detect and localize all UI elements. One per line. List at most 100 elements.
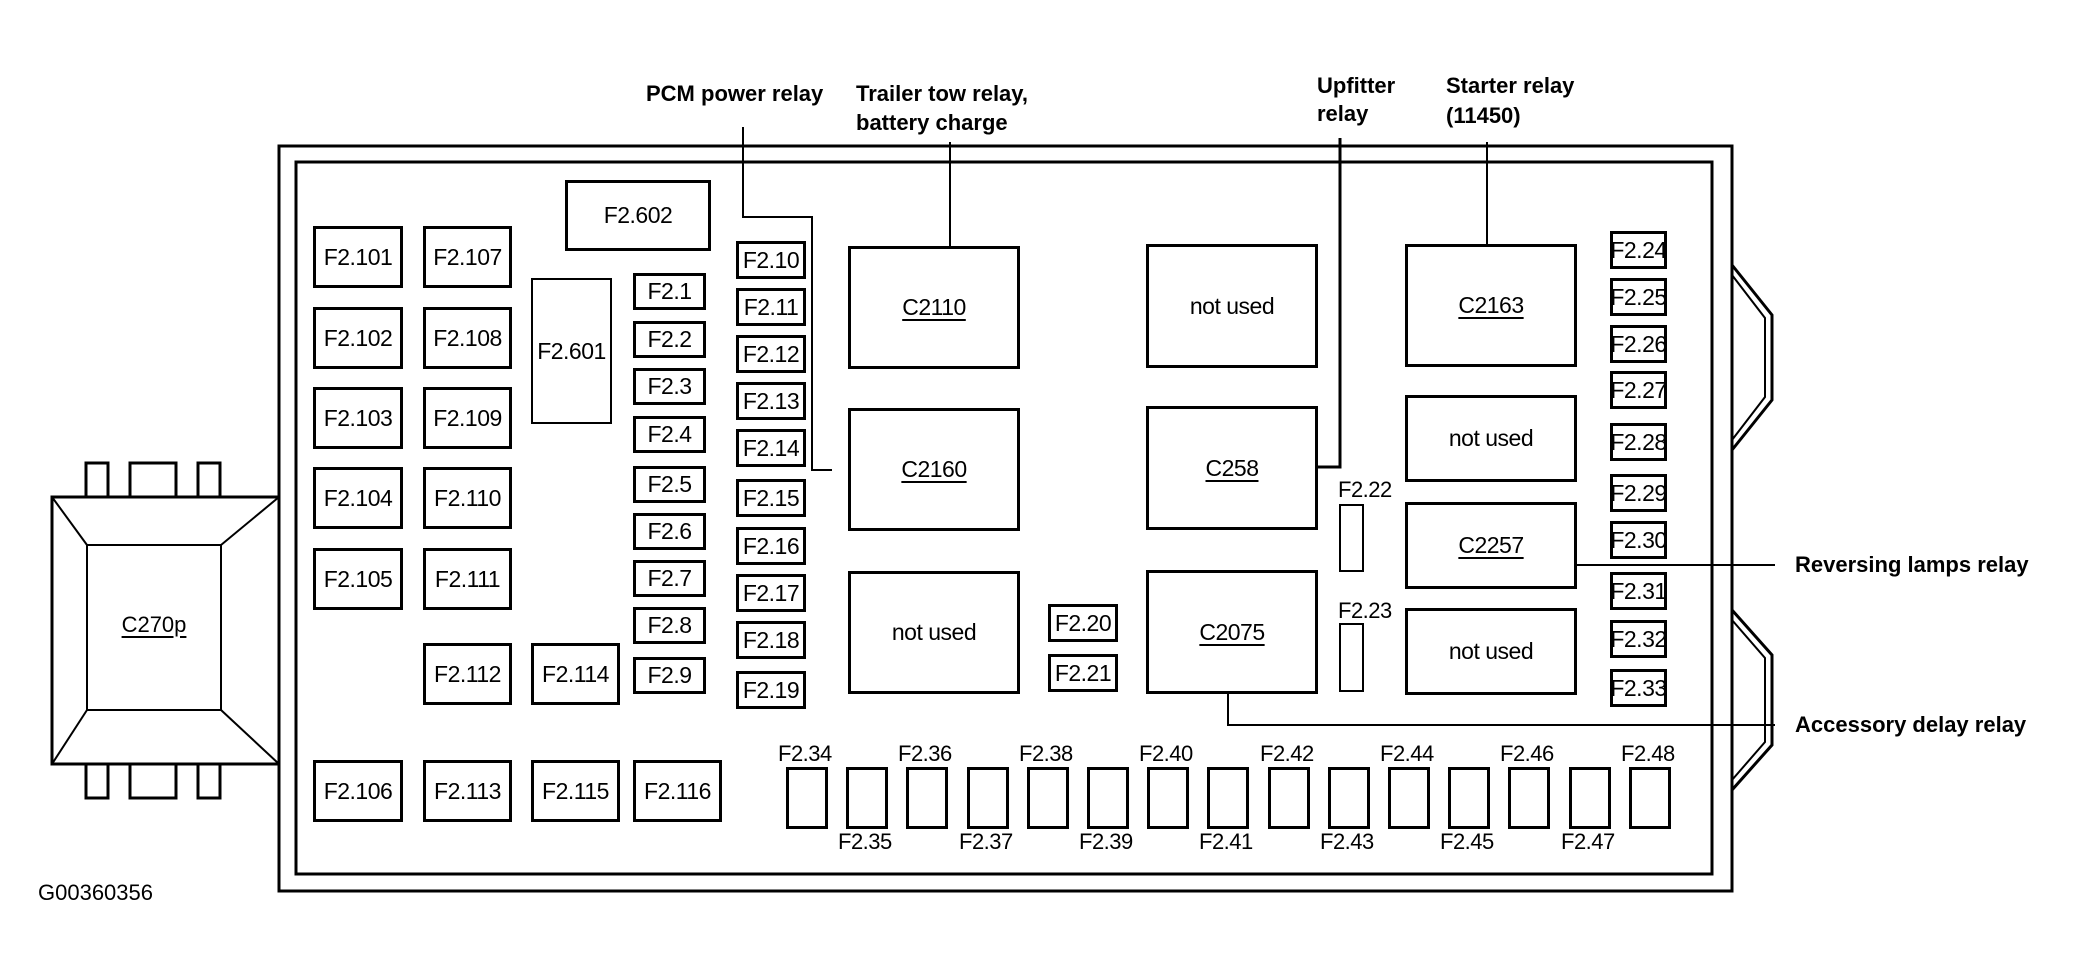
fuse-f2-103[interactable]: F2.103 bbox=[313, 387, 403, 449]
relay-c258[interactable]: C258 bbox=[1146, 406, 1318, 530]
fuse-f2-48[interactable] bbox=[1629, 767, 1671, 829]
relay-not-used-left[interactable]: not used bbox=[848, 571, 1020, 694]
fuse-f2-12[interactable]: F2.12 bbox=[736, 335, 806, 373]
fuse-f2-27[interactable]: F2.27 bbox=[1610, 371, 1667, 409]
relay-c2257[interactable]: C2257 bbox=[1405, 502, 1577, 589]
relay-not-used-right-bottom[interactable]: not used bbox=[1405, 608, 1577, 695]
relay-not-used-mid[interactable]: not used bbox=[1146, 244, 1318, 368]
relay-label: not used bbox=[891, 619, 977, 645]
fuse-f2-43[interactable] bbox=[1328, 767, 1370, 829]
fuse-f2-3[interactable]: F2.3 bbox=[633, 368, 706, 405]
fuse-f2-113[interactable]: F2.113 bbox=[423, 760, 512, 822]
fuse-f2-40[interactable] bbox=[1147, 767, 1189, 829]
fuse-f2-44[interactable] bbox=[1388, 767, 1430, 829]
fuse-f2-20[interactable]: F2.20 bbox=[1048, 604, 1118, 642]
fuse-f2-7[interactable]: F2.7 bbox=[633, 560, 706, 597]
fuse-f2-26[interactable]: F2.26 bbox=[1610, 325, 1667, 363]
fuse-f2-1[interactable]: F2.1 bbox=[633, 273, 706, 310]
fuse-f2-33[interactable]: F2.33 bbox=[1610, 669, 1667, 707]
fuse-f2-19[interactable]: F2.19 bbox=[736, 671, 806, 709]
fuse-f2-38[interactable] bbox=[1027, 767, 1069, 829]
fuse-f2-8[interactable]: F2.8 bbox=[633, 607, 706, 644]
fuse-f2-115[interactable]: F2.115 bbox=[531, 760, 620, 822]
fuse-f2-32[interactable]: F2.32 bbox=[1610, 620, 1667, 658]
fuse-f2-35[interactable] bbox=[846, 767, 888, 829]
callout-trailer-tow-relay-line2: battery charge bbox=[856, 110, 1008, 135]
fuse-f2-21[interactable]: F2.21 bbox=[1048, 654, 1118, 692]
callout-upfitter-relay-line1: Upfitter bbox=[1317, 73, 1396, 98]
fuse-f2-110[interactable]: F2.110 bbox=[423, 467, 512, 529]
relay-c2160[interactable]: C2160 bbox=[848, 408, 1020, 531]
fuse-f2-36[interactable] bbox=[906, 767, 948, 829]
fuse-f2-31[interactable]: F2.31 bbox=[1610, 572, 1667, 610]
connector-label: C270p bbox=[121, 612, 187, 637]
fuse-f2-25[interactable]: F2.25 bbox=[1610, 278, 1667, 316]
relay-label: C2160 bbox=[901, 456, 967, 482]
fuse-f2-111[interactable]: F2.111 bbox=[423, 548, 512, 610]
fuse-f2-37[interactable] bbox=[967, 767, 1009, 829]
fuse-f2-11[interactable]: F2.11 bbox=[736, 288, 806, 326]
fuse-f2-10[interactable]: F2.10 bbox=[736, 241, 806, 279]
relay-label: C2163 bbox=[1458, 292, 1524, 318]
relay-c2110[interactable]: C2110 bbox=[848, 246, 1020, 369]
fuse-label-f2-37: F2.37 bbox=[959, 829, 1013, 854]
relay-label: not used bbox=[1448, 425, 1534, 451]
fuse-label-f2-39: F2.39 bbox=[1079, 829, 1133, 854]
fuse-f2-109[interactable]: F2.109 bbox=[423, 387, 512, 449]
fuse-f2-102[interactable]: F2.102 bbox=[313, 307, 403, 369]
fuse-f2-42[interactable] bbox=[1268, 767, 1310, 829]
fuse-label-f2-43: F2.43 bbox=[1320, 829, 1374, 854]
relay-label: not used bbox=[1189, 292, 1275, 319]
fuse-f2-108[interactable]: F2.108 bbox=[423, 307, 512, 369]
fuse-f2-6[interactable]: F2.6 bbox=[633, 513, 706, 550]
fuse-f2-39[interactable] bbox=[1087, 767, 1129, 829]
fuse-f2-14[interactable]: F2.14 bbox=[736, 429, 806, 467]
fuse-f2-107[interactable]: F2.107 bbox=[423, 226, 512, 288]
callout-upfitter-relay-line2: relay bbox=[1317, 101, 1369, 126]
fuse-f2-601[interactable]: F2.601 bbox=[531, 278, 612, 424]
fuse-label-f2-46: F2.46 bbox=[1500, 741, 1554, 766]
fuse-f2-602[interactable]: F2.602 bbox=[565, 180, 711, 251]
fuse-f2-101[interactable]: F2.101 bbox=[313, 226, 403, 288]
fuse-f2-2[interactable]: F2.2 bbox=[633, 321, 706, 358]
relay-c2075[interactable]: C2075 bbox=[1146, 570, 1318, 694]
fuse-f2-30[interactable]: F2.30 bbox=[1610, 521, 1667, 559]
fuse-f2-16[interactable]: F2.16 bbox=[736, 527, 806, 565]
fuse-f2-114[interactable]: F2.114 bbox=[531, 643, 620, 705]
fuse-f2-105[interactable]: F2.105 bbox=[313, 548, 403, 610]
fuse-f2-17[interactable]: F2.17 bbox=[736, 574, 806, 612]
fuse-f2-45[interactable] bbox=[1448, 767, 1490, 829]
fuse-f2-23[interactable] bbox=[1339, 623, 1364, 692]
fuse-f2-104[interactable]: F2.104 bbox=[313, 467, 403, 529]
fuse-f2-13[interactable]: F2.13 bbox=[736, 382, 806, 420]
relay-label: C2110 bbox=[902, 294, 966, 320]
relay-c2163[interactable]: C2163 bbox=[1405, 244, 1577, 367]
fuse-f2-5[interactable]: F2.5 bbox=[633, 466, 706, 503]
callout-trailer-tow-relay-line1: Trailer tow relay, bbox=[856, 81, 1029, 106]
fuse-f2-9[interactable]: F2.9 bbox=[633, 657, 706, 694]
fuse-label-f2-41: F2.41 bbox=[1199, 829, 1253, 854]
fuse-f2-116[interactable]: F2.116 bbox=[633, 760, 722, 822]
connector-face bbox=[86, 544, 222, 711]
relay-not-used-right-top[interactable]: not used bbox=[1405, 395, 1577, 482]
fuse-f2-4[interactable]: F2.4 bbox=[633, 416, 706, 453]
fuse-f2-46[interactable] bbox=[1508, 767, 1550, 829]
fuse-f2-15[interactable]: F2.15 bbox=[736, 479, 806, 517]
leader-pcm-power-relay bbox=[742, 127, 832, 471]
fuse-f2-22[interactable] bbox=[1339, 504, 1364, 572]
fuse-f2-29[interactable]: F2.29 bbox=[1610, 474, 1667, 512]
housing-inner bbox=[294, 160, 1714, 876]
fuse-f2-28[interactable]: F2.28 bbox=[1610, 423, 1667, 461]
fuse-f2-112[interactable]: F2.112 bbox=[423, 643, 512, 705]
fuse-f2-106[interactable]: F2.106 bbox=[313, 760, 403, 822]
fuse-f2-41[interactable] bbox=[1207, 767, 1249, 829]
relay-label: C2257 bbox=[1458, 532, 1524, 558]
clip-bottom-outer bbox=[1730, 609, 1774, 791]
connector-pin bbox=[196, 461, 222, 499]
fuse-label-f2-23: F2.23 bbox=[1338, 598, 1392, 623]
fuse-f2-47[interactable] bbox=[1569, 767, 1611, 829]
fuse-f2-24[interactable]: F2.24 bbox=[1610, 231, 1667, 269]
fuse-label-f2-48: F2.48 bbox=[1621, 741, 1675, 766]
fuse-f2-34[interactable] bbox=[786, 767, 828, 829]
fuse-f2-18[interactable]: F2.18 bbox=[736, 621, 806, 659]
